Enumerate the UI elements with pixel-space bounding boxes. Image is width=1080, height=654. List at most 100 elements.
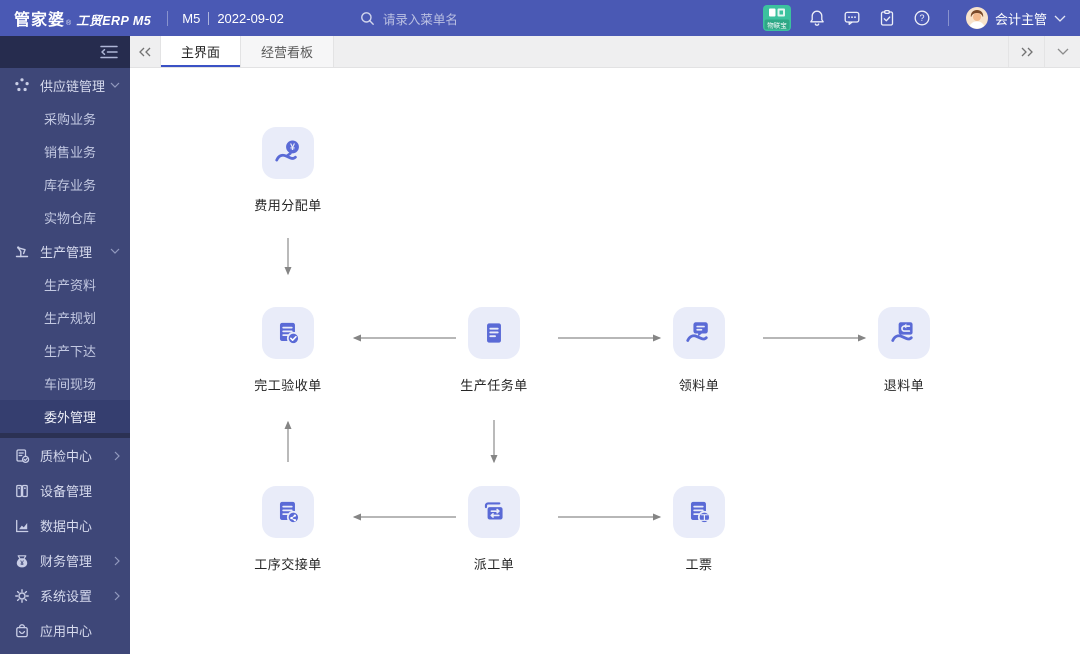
chevron-right-icon [114, 556, 120, 566]
flow-node-label: 生产任务单 [460, 378, 528, 393]
flow-node-label: 费用分配单 [254, 198, 322, 213]
flow-node-material-requisition[interactable]: 领料单 [639, 307, 759, 394]
sidebar-item-purchase[interactable]: 采购业务 [0, 102, 130, 135]
sidebar-item-physical-warehouse[interactable]: 实物仓库 [0, 201, 130, 234]
process-handover-icon [262, 486, 314, 538]
search-icon [360, 11, 375, 26]
clipboard-check-icon[interactable] [878, 9, 896, 27]
expense-allocation-icon: ¥ [262, 127, 314, 179]
app-bag-icon [14, 623, 30, 639]
sidebar-group-label: 财务管理 [40, 554, 93, 569]
tabs-scroll-left-icon[interactable] [130, 36, 160, 67]
sidebar-item-label: 委外管理 [44, 410, 97, 425]
tab-label: 经营看板 [261, 45, 314, 60]
help-icon[interactable]: ? [913, 9, 931, 27]
sidebar-item-outsourcing-management[interactable]: 委外管理 [0, 400, 130, 433]
sidebar-item-label: 生产规划 [44, 311, 97, 326]
sidebar-item-label: 车间现场 [44, 377, 97, 392]
sidebar-group-production[interactable]: 生产管理 [0, 234, 130, 268]
completion-acceptance-icon [262, 307, 314, 359]
work-dispatch-icon [468, 486, 520, 538]
flow-node-work-dispatch[interactable]: 派工单 [434, 486, 554, 573]
sidebar: 供应链管理 采购业务 销售业务 库存业务 实物仓库 生产管理 生产资料 生产规划… [0, 36, 130, 654]
sidebar-group-data-center[interactable]: 数据中心 [0, 508, 130, 543]
notification-bell-icon[interactable] [808, 9, 826, 27]
sidebar-item-production-data[interactable]: 生产资料 [0, 268, 130, 301]
flow-node-label: 工票 [685, 557, 713, 572]
search-placeholder: 请录入菜单名 [382, 12, 458, 27]
user-menu[interactable]: 会计主管 [965, 7, 1066, 29]
sidebar-group-finance-management[interactable]: ¥ 财务管理 [0, 543, 130, 578]
gear-icon [14, 588, 30, 604]
menu-search-input[interactable]: 请录入菜单名 [360, 9, 500, 28]
sidebar-item-workshop-floor[interactable]: 车间现场 [0, 367, 130, 400]
sidebar-group-label: 质检中心 [40, 449, 93, 464]
chevron-right-icon [114, 591, 120, 601]
app-logo: 管家婆 ® 工贸ERP M5 [14, 6, 151, 30]
tabbar-spacer [334, 36, 1008, 67]
chevron-right-icon [114, 451, 120, 461]
sidebar-item-label: 实物仓库 [44, 211, 97, 226]
sidebar-group-label: 设备管理 [40, 484, 93, 499]
logo-secondary-text: 工贸ERP M5 [76, 14, 152, 28]
flow-node-label: 工序交接单 [254, 557, 322, 572]
flow-node-work-ticket[interactable]: 工 工票 [639, 486, 759, 573]
current-date: 2022-09-02 [217, 10, 284, 26]
flow-arrows [284, 238, 867, 521]
flow-node-label: 完工验收单 [254, 378, 322, 393]
work-ticket-icon: 工 [673, 486, 725, 538]
env-date-separator [208, 11, 210, 25]
top-header: 管家婆 ® 工贸ERP M5 M5 2022-09-02 请录入菜单名 物联宝 [0, 0, 1080, 36]
logo-registered-mark: ® [66, 20, 72, 27]
env-date: M5 2022-09-02 [182, 11, 284, 26]
sidebar-group-label: 数据中心 [40, 519, 93, 534]
sidebar-group-system-settings[interactable]: 系统设置 [0, 578, 130, 613]
sidebar-item-label: 销售业务 [44, 145, 97, 160]
main-content: ¥ 费用分配单 完工验收单 [130, 68, 1080, 654]
avatar [965, 7, 988, 29]
money-bag-icon: ¥ [14, 553, 30, 569]
flow-node-material-return[interactable]: 退料单 [844, 307, 964, 394]
flow-node-expense-allocation[interactable]: ¥ 费用分配单 [228, 127, 348, 214]
tabs-menu-chevron-icon[interactable] [1044, 36, 1080, 67]
data-chart-icon [14, 518, 30, 534]
sidebar-item-production-planning[interactable]: 生产规划 [0, 301, 130, 334]
flow-node-production-task[interactable]: 生产任务单 [434, 307, 554, 394]
supply-chain-icon [14, 77, 30, 93]
chevron-down-icon [110, 248, 120, 254]
message-icon[interactable] [843, 9, 861, 27]
sidebar-section-divider [0, 433, 130, 438]
flow-node-label: 领料单 [678, 378, 720, 393]
sidebar-group-equipment-management[interactable]: 设备管理 [0, 473, 130, 508]
equipment-icon [14, 483, 30, 499]
logo-primary-text: 管家婆 [14, 12, 66, 29]
sidebar-item-label: 库存业务 [44, 178, 97, 193]
header-divider [167, 10, 169, 26]
sidebar-group-quality-center[interactable]: 质检中心 [0, 438, 130, 473]
sidebar-group-label: 供应链管理 [40, 78, 106, 94]
user-chevron-down-icon [1054, 15, 1066, 22]
production-icon [14, 243, 30, 259]
sidebar-item-sales[interactable]: 销售业务 [0, 135, 130, 168]
svg-text:¥: ¥ [20, 560, 24, 567]
tab-business-dashboard[interactable]: 经营看板 [241, 36, 335, 67]
flow-node-process-handover[interactable]: 工序交接单 [228, 486, 348, 573]
wulianbao-qr-badge[interactable]: 物联宝 [762, 5, 791, 31]
tab-bar: 主界面 经营看板 [130, 36, 1080, 68]
production-task-icon [468, 307, 520, 359]
sidebar-item-inventory[interactable]: 库存业务 [0, 168, 130, 201]
tabs-scroll-right-icon[interactable] [1008, 36, 1044, 67]
tab-main-screen[interactable]: 主界面 [160, 36, 242, 67]
sidebar-group-supply-chain[interactable]: 供应链管理 [0, 68, 130, 102]
flow-node-completion-acceptance[interactable]: 完工验收单 [228, 307, 348, 394]
sidebar-group-app-center[interactable]: 应用中心 [0, 613, 130, 648]
sidebar-group-label: 生产管理 [40, 244, 93, 260]
sidebar-item-production-release[interactable]: 生产下达 [0, 334, 130, 367]
collapse-sidebar-icon[interactable] [100, 45, 118, 59]
env-label: M5 [182, 10, 201, 26]
sidebar-header [0, 36, 130, 68]
user-role-label: 会计主管 [994, 11, 1047, 27]
sidebar-item-label: 生产下达 [44, 344, 97, 359]
user-section-divider [947, 10, 949, 26]
